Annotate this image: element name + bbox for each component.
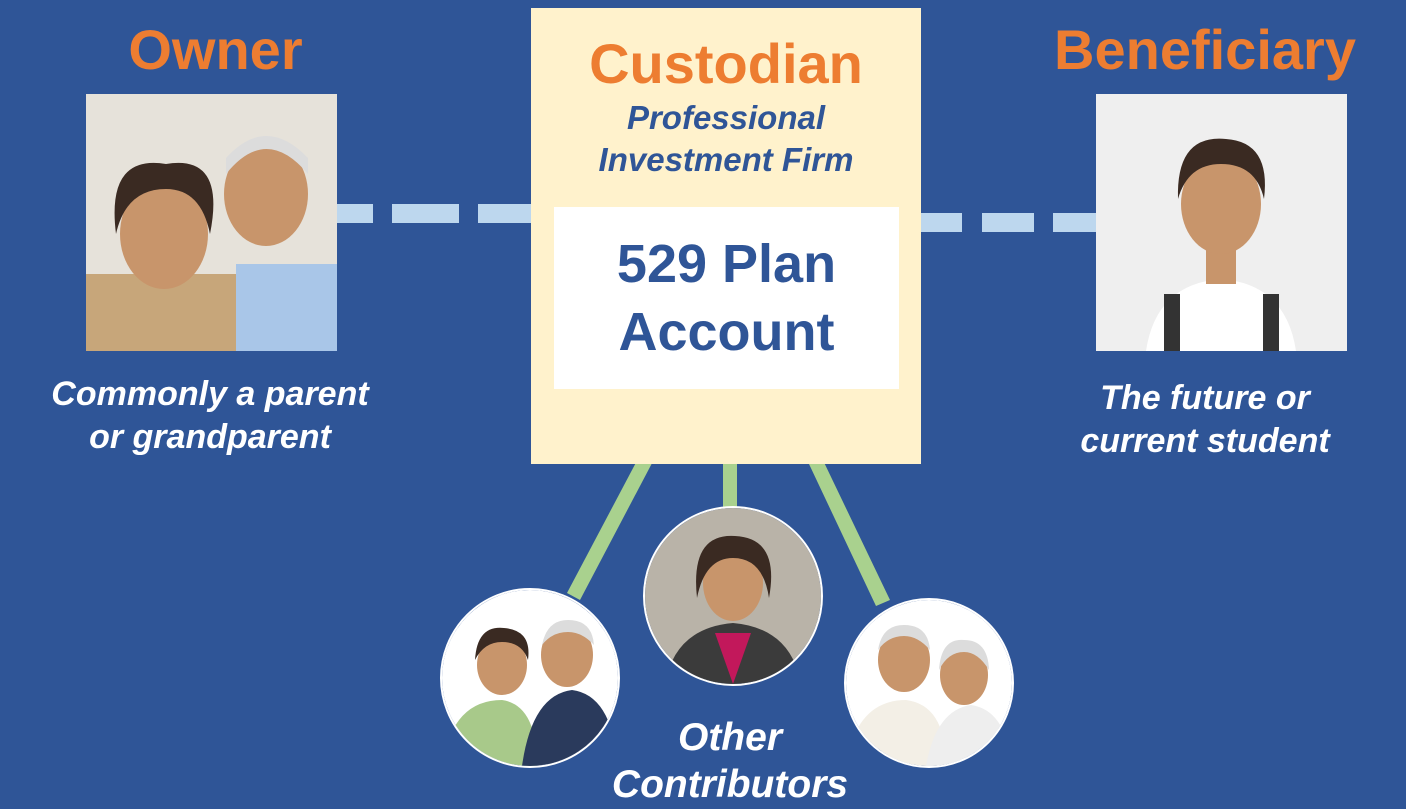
contributor-woman-photo	[643, 506, 823, 686]
owner-caption-line1: Commonly a parent	[51, 375, 369, 413]
custodian-subtitle-line1: Professional	[626, 99, 826, 136]
custodian-heading: Custodian	[589, 32, 863, 95]
custodian-subtitle-line2: Investment Firm	[598, 141, 854, 178]
plan-line2: Account	[618, 302, 835, 362]
owner-link-dashes	[337, 204, 531, 223]
owner-caption: Commonly a parent or grandparent	[0, 373, 420, 459]
contributors-label-line1: Other	[677, 716, 782, 759]
contributor-elderly-couple-photo	[844, 598, 1014, 768]
beneficiary-heading: Beneficiary	[1054, 18, 1356, 81]
beneficiary-link-dashes	[921, 213, 1096, 232]
beneficiary-student-photo	[1096, 94, 1347, 351]
beneficiary-caption-line2: current student	[1080, 422, 1330, 460]
plan-account-text: 529 Plan Account	[554, 230, 899, 366]
owner-caption-line2: or grandparent	[89, 418, 331, 456]
contributors-label: Other Contributors	[560, 714, 900, 808]
plan-line1: 529 Plan	[616, 234, 837, 294]
beneficiary-caption-line1: The future or	[1100, 379, 1310, 417]
owner-heading: Owner	[128, 18, 303, 81]
plan-account-box: 529 Plan Account	[554, 207, 899, 389]
owner-couple-photo	[86, 94, 337, 351]
beneficiary-caption: The future or current student	[1010, 377, 1400, 463]
custodian-subtitle: Professional Investment Firm	[531, 97, 921, 181]
contributors-label-line2: Contributors	[611, 763, 849, 806]
